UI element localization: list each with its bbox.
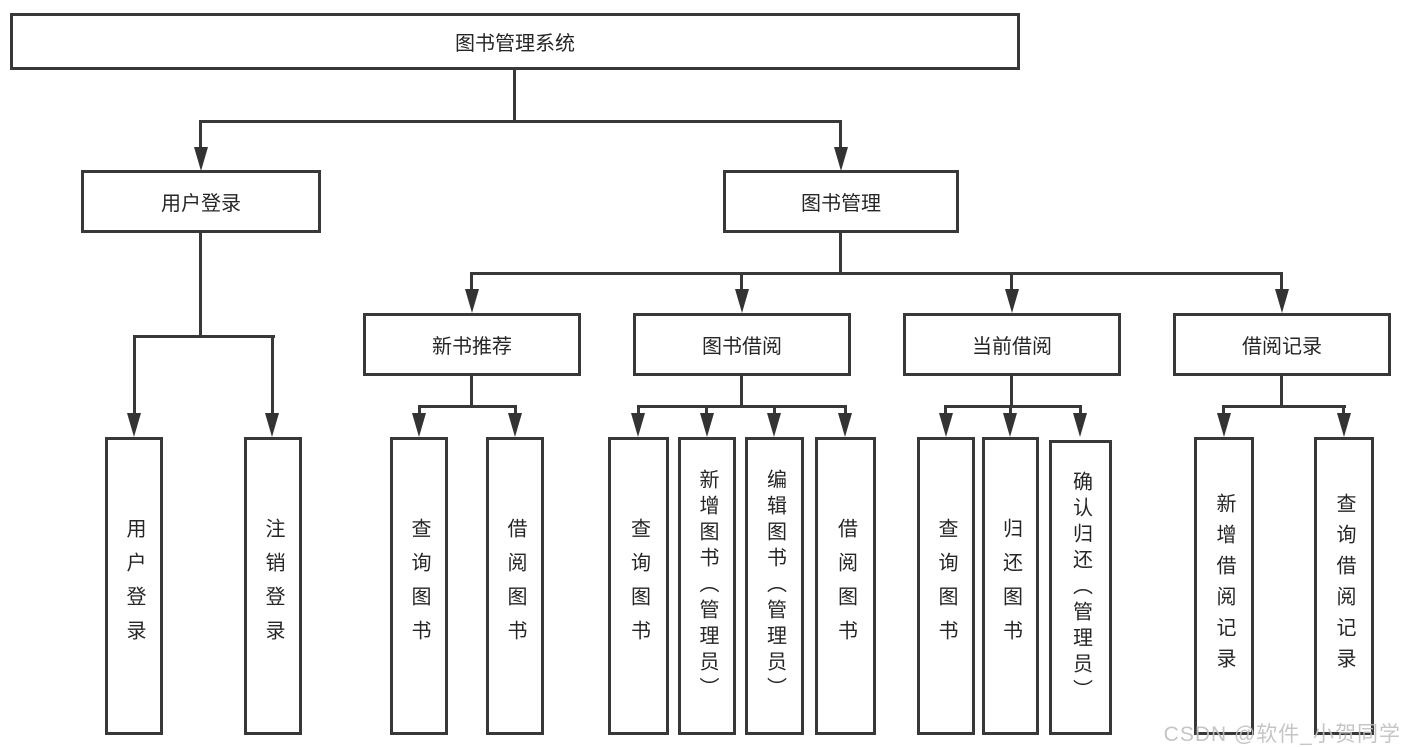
node-borrowing-records-label: 借阅记录 <box>1242 336 1322 358</box>
arrow-down-icon <box>939 413 953 437</box>
node-borrowing-records: 借阅记录 <box>1173 313 1391 376</box>
leaf-edit-book-admin-label: 编辑图书（管理员） <box>763 469 786 703</box>
connector-vline <box>513 70 516 120</box>
connector-vline <box>1280 272 1283 292</box>
connector-vline <box>1010 272 1013 292</box>
leaf-borrow-books-borrowing-label: 借阅图书 <box>834 518 857 654</box>
connector-vline <box>418 405 421 417</box>
arrow-down-icon <box>465 289 479 313</box>
connector-vline <box>199 233 202 335</box>
arrow-down-icon <box>412 413 426 437</box>
arrow-down-icon <box>265 413 279 437</box>
leaf-borrow-books-recommend-label: 借阅图书 <box>504 518 526 654</box>
connector-hline <box>637 405 847 408</box>
leaf-query-books-borrowing: 查询图书 <box>608 437 669 735</box>
arrow-down-icon <box>508 413 522 437</box>
connector-hline <box>944 405 1082 408</box>
arrow-down-icon <box>1275 289 1289 313</box>
connector-vline <box>470 272 473 292</box>
watermark: CSDN @软件_小贺同学 <box>1163 723 1401 746</box>
connector-vline <box>839 233 842 275</box>
arrow-down-icon <box>1005 289 1019 313</box>
leaf-logout-label: 注销登录 <box>262 518 284 654</box>
leaf-edit-book-admin: 编辑图书（管理员） <box>745 437 804 735</box>
arrow-down-icon <box>834 147 848 171</box>
leaf-return-book: 归还图书 <box>982 437 1039 735</box>
connector-vline <box>271 335 274 417</box>
arrow-down-icon <box>1073 413 1087 437</box>
leaf-query-borrow-record: 查询借阅记录 <box>1314 437 1374 735</box>
leaf-confirm-return-admin-label: 确认归还（管理员） <box>1069 470 1092 705</box>
arrow-down-icon <box>127 413 141 437</box>
node-root-label: 图书管理系统 <box>455 33 575 55</box>
connector-vline <box>844 405 847 417</box>
leaf-query-borrow-record-label: 查询借阅记录 <box>1333 493 1355 679</box>
arrow-down-icon <box>767 413 781 437</box>
connector-vline <box>1342 405 1345 417</box>
connector-vline <box>1280 376 1283 408</box>
connector-hline <box>418 405 517 408</box>
node-current-borrowing: 当前借阅 <box>903 313 1121 376</box>
leaf-add-borrow-record-label: 新增借阅记录 <box>1213 493 1235 679</box>
leaf-borrow-books-borrowing: 借阅图书 <box>815 437 876 735</box>
connector-vline <box>1222 405 1225 417</box>
connector-vline <box>705 405 708 417</box>
connector-hline <box>133 335 275 338</box>
connector-vline <box>514 405 517 417</box>
node-root: 图书管理系统 <box>10 13 1020 70</box>
connector-hline <box>470 272 1283 275</box>
leaf-query-books-borrowing-label: 查询图书 <box>627 518 650 654</box>
leaf-add-borrow-record: 新增借阅记录 <box>1194 437 1254 735</box>
connector-vline <box>1010 376 1013 408</box>
connector-vline <box>944 405 947 417</box>
connector-vline <box>1079 405 1082 417</box>
leaf-logout: 注销登录 <box>244 437 302 735</box>
connector-vline <box>637 405 640 417</box>
leaf-query-books-recommend: 查询图书 <box>390 437 448 735</box>
connector-vline <box>199 120 202 152</box>
connector-vline <box>133 335 136 417</box>
leaf-add-book-admin-label: 新增图书（管理员） <box>696 469 718 703</box>
connector-hline <box>199 120 842 123</box>
connector-vline <box>773 405 776 417</box>
leaf-query-books-current-label: 查询图书 <box>935 518 957 654</box>
arrow-down-icon <box>735 289 749 313</box>
connector-vline <box>740 272 743 292</box>
arrow-down-icon <box>1337 413 1351 437</box>
node-book-borrowing: 图书借阅 <box>633 313 851 376</box>
leaf-borrow-books-recommend: 借阅图书 <box>486 437 544 735</box>
node-book-management: 图书管理 <box>723 170 959 233</box>
arrow-down-icon <box>1003 413 1017 437</box>
connector-vline <box>740 376 743 408</box>
arrow-down-icon <box>700 413 714 437</box>
node-new-book-recommend: 新书推荐 <box>363 313 581 376</box>
leaf-user-login-label: 用户登录 <box>123 518 145 654</box>
connector-vline <box>1009 405 1012 417</box>
leaf-confirm-return-admin: 确认归还（管理员） <box>1049 440 1112 735</box>
connector-hline <box>1222 405 1346 408</box>
arrow-down-icon <box>631 413 645 437</box>
arrow-down-icon <box>838 413 852 437</box>
arrow-down-icon <box>194 147 208 171</box>
node-current-borrowing-label: 当前借阅 <box>972 336 1052 358</box>
leaf-query-books-current: 查询图书 <box>917 437 975 735</box>
leaf-return-book-label: 归还图书 <box>999 518 1022 654</box>
node-new-book-recommend-label: 新书推荐 <box>432 336 512 358</box>
leaf-add-book-admin: 新增图书（管理员） <box>678 437 736 735</box>
leaf-user-login: 用户登录 <box>105 437 163 735</box>
node-user-login-label: 用户登录 <box>161 193 241 215</box>
node-book-borrowing-label: 图书借阅 <box>702 336 782 358</box>
node-user-login: 用户登录 <box>81 170 321 233</box>
connector-vline <box>839 120 842 152</box>
connector-vline <box>470 376 473 408</box>
arrow-down-icon <box>1217 413 1231 437</box>
node-book-management-label: 图书管理 <box>801 193 881 215</box>
leaf-query-books-recommend-label: 查询图书 <box>408 518 430 654</box>
